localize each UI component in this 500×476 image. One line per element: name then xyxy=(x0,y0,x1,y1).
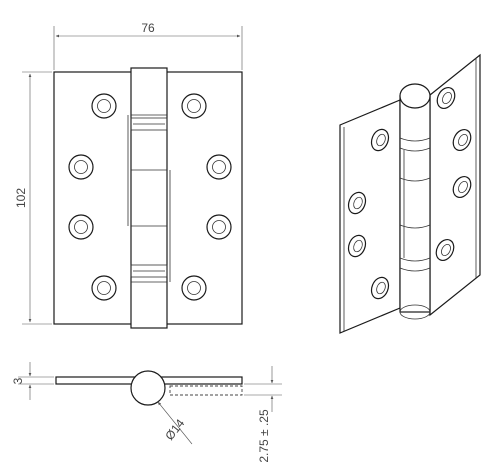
knuckle-diameter-dimension: Ø14 xyxy=(157,401,193,445)
thickness-dimension: 3 xyxy=(11,362,54,400)
end-leaf-hidden xyxy=(169,385,243,396)
isometric-view xyxy=(339,53,481,334)
height-dimension: 102 xyxy=(14,71,52,325)
end-view: 3 Ø14 2.75 ± .25 xyxy=(11,362,282,463)
end-knuckle xyxy=(130,370,166,406)
height-label: 102 xyxy=(14,188,28,208)
width-label: 76 xyxy=(141,21,155,35)
knuckle-label: Ø14 xyxy=(162,416,187,443)
gap-dimension: 2.75 ± .25 xyxy=(244,366,282,463)
hinge-knuckle xyxy=(130,67,168,329)
iso-screw-holes xyxy=(347,86,472,300)
gap-label: 2.75 ± .25 xyxy=(257,409,271,463)
thickness-label: 3 xyxy=(11,377,25,384)
width-dimension: 76 xyxy=(53,21,243,70)
front-view: 76 102 xyxy=(14,21,243,329)
screw-holes xyxy=(68,93,232,301)
